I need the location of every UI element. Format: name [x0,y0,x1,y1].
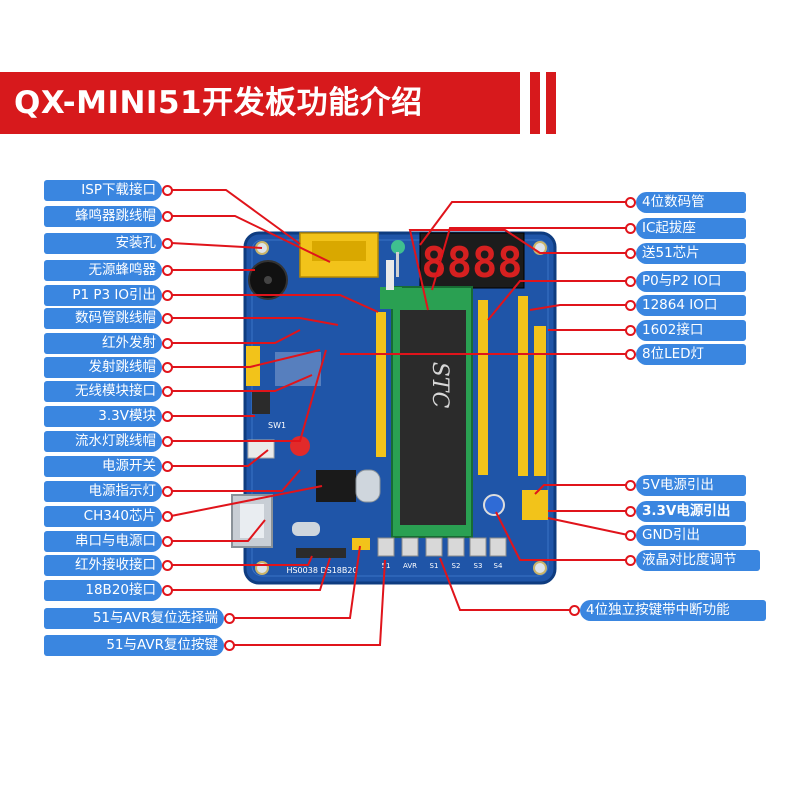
leader-dot [162,386,173,397]
label-3v3-out: 3.3V电源引出 [636,501,746,522]
label-passive-buzzer: 无源蜂鸣器 [44,260,162,281]
leader-dot [625,300,636,311]
leader-dot [625,555,636,566]
label-gnd-out: GND引出 [636,525,746,546]
leader-dot [625,276,636,287]
leader-dot [569,605,580,616]
label-3v3-module: 3.3V模块 [44,406,162,427]
label-p1-p3-io: P1 P3 IO引出 [44,285,162,306]
label-power-indicator: 电源指示灯 [44,481,162,502]
label-51-chip-included: 送51芯片 [636,243,746,264]
label-ir-transmit: 红外发射 [44,333,162,354]
leader-dot [162,536,173,547]
leader-dot [162,560,173,571]
leader-dot [162,290,173,301]
label-4-buttons: 4位独立按键带中断功能 [580,600,766,621]
label-reset-select: 51与AVR复位选择端 [44,608,224,629]
leader-dot [162,461,173,472]
label-ir-receive: 红外接收接口 [44,555,162,576]
seg-digits: 8888 [421,238,522,287]
banner-stripe [546,72,556,134]
leader-dot [625,506,636,517]
leader-dot [162,211,173,222]
button-silk: 51 [382,562,391,570]
page-title: QX-MINI51开发板功能介绍 [14,85,423,121]
label-12864-io: 12864 IO口 [636,295,746,316]
button-silk: S4 [494,562,503,570]
label-seg-jumper: 数码管跳线帽 [44,308,162,329]
leader-dot [162,585,173,596]
label-mounting-hole: 安装孔 [44,233,162,254]
label-lcd-contrast: 液晶对比度调节 [636,550,760,571]
leader-dot [162,313,173,324]
sensor-silk: HS0038 DS18B20 [286,566,357,575]
label-p0-p2-io: P0与P2 IO口 [636,271,746,292]
leader-dot [162,486,173,497]
leader-dot [625,248,636,259]
label-4digit-display: 4位数码管 [636,192,746,213]
leader-dot [162,436,173,447]
leader-dot [162,265,173,276]
chip-logo: STC [427,362,452,409]
leader-dot [162,185,173,196]
label-8bit-led: 8位LED灯 [636,344,746,365]
label-1602-port: 1602接口 [636,320,746,341]
label-transmit-jumper: 发射跳线帽 [44,357,162,378]
label-wireless-port: 无线模块接口 [44,381,162,402]
label-reset-button: 51与AVR复位按键 [44,635,224,656]
leader-dot [224,640,235,651]
leader-dot [162,411,173,422]
leader-dot [625,325,636,336]
leader-dot [162,362,173,373]
button-silk: S3 [474,562,483,570]
label-buzzer-jumper: 蜂鸣器跳线帽 [44,206,162,227]
button-silk: AVR [403,562,417,570]
leader-dot [625,223,636,234]
label-power-switch: 电源开关 [44,456,162,477]
leader-dot [625,530,636,541]
switch-silk: SW1 [268,421,286,430]
label-18b20-port: 18B20接口 [44,580,162,601]
label-5v-out: 5V电源引出 [636,475,746,496]
title-banner: QX-MINI51开发板功能介绍 [0,72,520,134]
leader-dot [224,613,235,624]
label-serial-power-port: 串口与电源口 [44,531,162,552]
label-isp-download: ISP下载接口 [44,180,162,201]
banner-stripe [530,72,540,134]
button-silk: S1 [430,562,439,570]
leader-dot [625,197,636,208]
leader-dot [162,238,173,249]
button-silk: S2 [452,562,461,570]
leader-dot [625,480,636,491]
label-led-jumper: 流水灯跳线帽 [44,431,162,452]
label-ch340-chip: CH340芯片 [44,506,162,527]
leader-dot [162,338,173,349]
leader-dot [162,511,173,522]
label-zif-socket: IC起拔座 [636,218,746,239]
leader-dot [625,349,636,360]
